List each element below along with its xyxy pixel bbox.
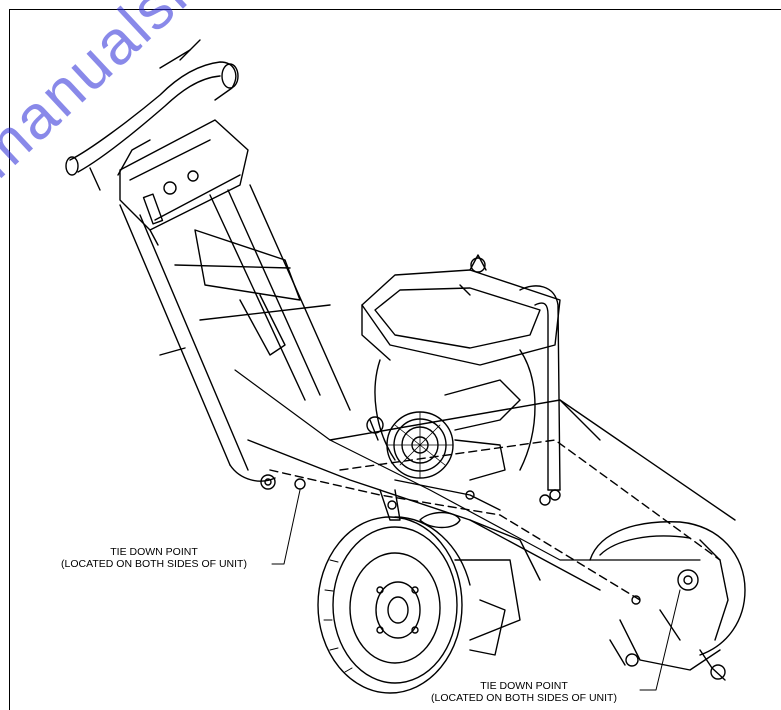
callout-tie-down-left: TIE DOWN POINT (LOCATED ON BOTH SIDES OF… (38, 546, 270, 570)
engine (361, 254, 561, 511)
main-beam (234, 369, 736, 601)
callout-leaders (271, 489, 681, 691)
handlebar (65, 39, 239, 191)
callout-note: (LOCATED ON BOTH SIDES OF UNIT) (431, 692, 617, 704)
callout-title: TIE DOWN POINT (110, 546, 198, 558)
handle-frame (119, 184, 351, 490)
drawing-frame (9, 9, 781, 710)
callout-title: TIE DOWN POINT (480, 680, 568, 692)
engine-guard-handle (519, 285, 561, 501)
callout-note: (LOCATED ON BOTH SIDES OF UNIT) (61, 558, 247, 570)
axle-assembly (379, 489, 551, 581)
wheel (317, 516, 521, 694)
callout-tie-down-right: TIE DOWN POINT (LOCATED ON BOTH SIDES OF… (408, 680, 640, 704)
cutter-guard (589, 521, 746, 681)
control-panel (117, 119, 249, 246)
